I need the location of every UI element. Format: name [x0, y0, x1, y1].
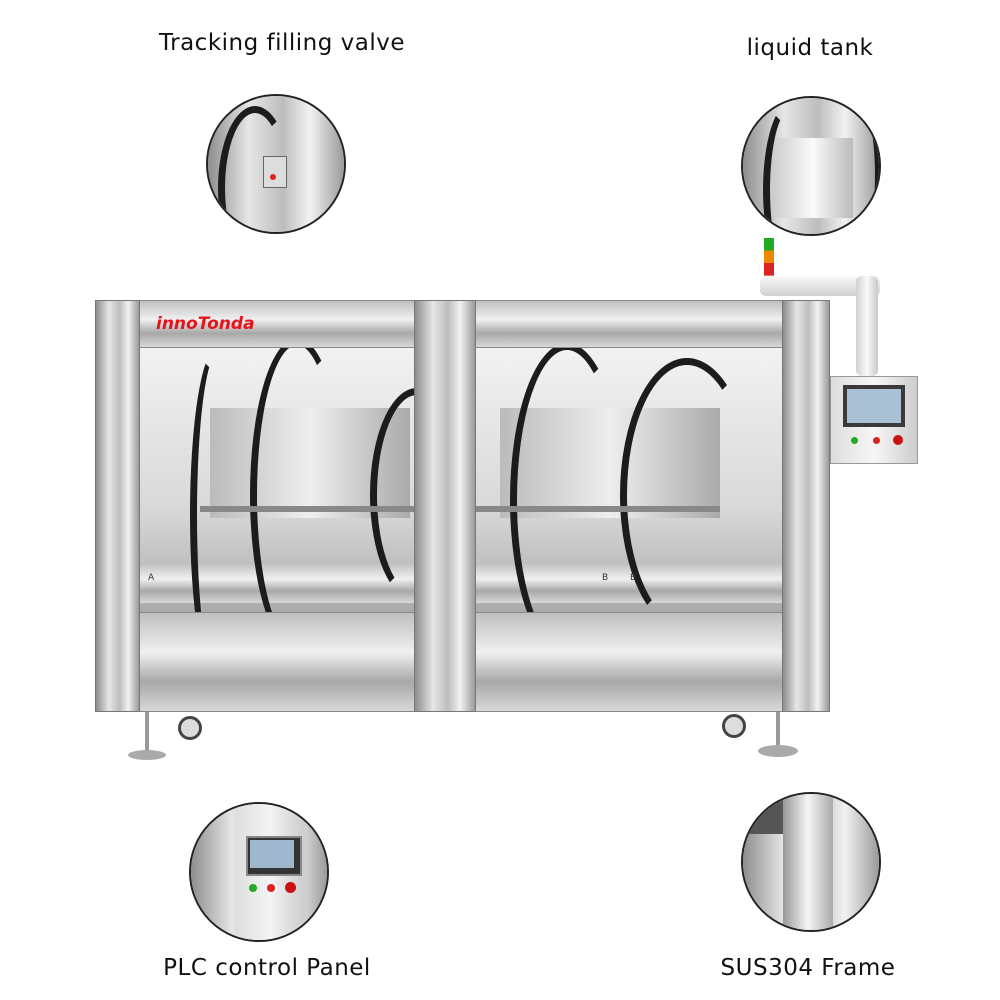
right-pillar: [782, 300, 830, 712]
left-pillar: [95, 300, 140, 712]
label-plc-control-panel: PLC control Panel: [163, 955, 371, 981]
caster-wheel: [178, 716, 202, 740]
caster-wheel: [722, 714, 746, 738]
detail-circle-filling-valve: [206, 94, 346, 234]
plc-control-panel: [830, 376, 918, 464]
control-arm: [760, 276, 880, 296]
detail-circle-plc-panel: [189, 802, 329, 942]
signal-tower: [764, 238, 774, 288]
station-mark-b2: B: [630, 573, 637, 583]
leveling-foot: [758, 745, 798, 757]
detail-circle-frame: [741, 792, 881, 932]
label-sus304-frame: SUS304 Frame: [720, 955, 896, 981]
label-liquid-tank: liquid tank: [746, 35, 874, 61]
middle-pillar: [414, 300, 476, 712]
label-tracking-filling-valve: Tracking filling valve: [158, 30, 406, 56]
leveling-foot: [128, 750, 166, 760]
detail-circle-liquid-tank: [741, 96, 881, 236]
station-mark-b1: B: [602, 573, 609, 583]
station-mark-a: A: [148, 573, 155, 583]
brand-logo: innoTonda: [156, 314, 255, 334]
